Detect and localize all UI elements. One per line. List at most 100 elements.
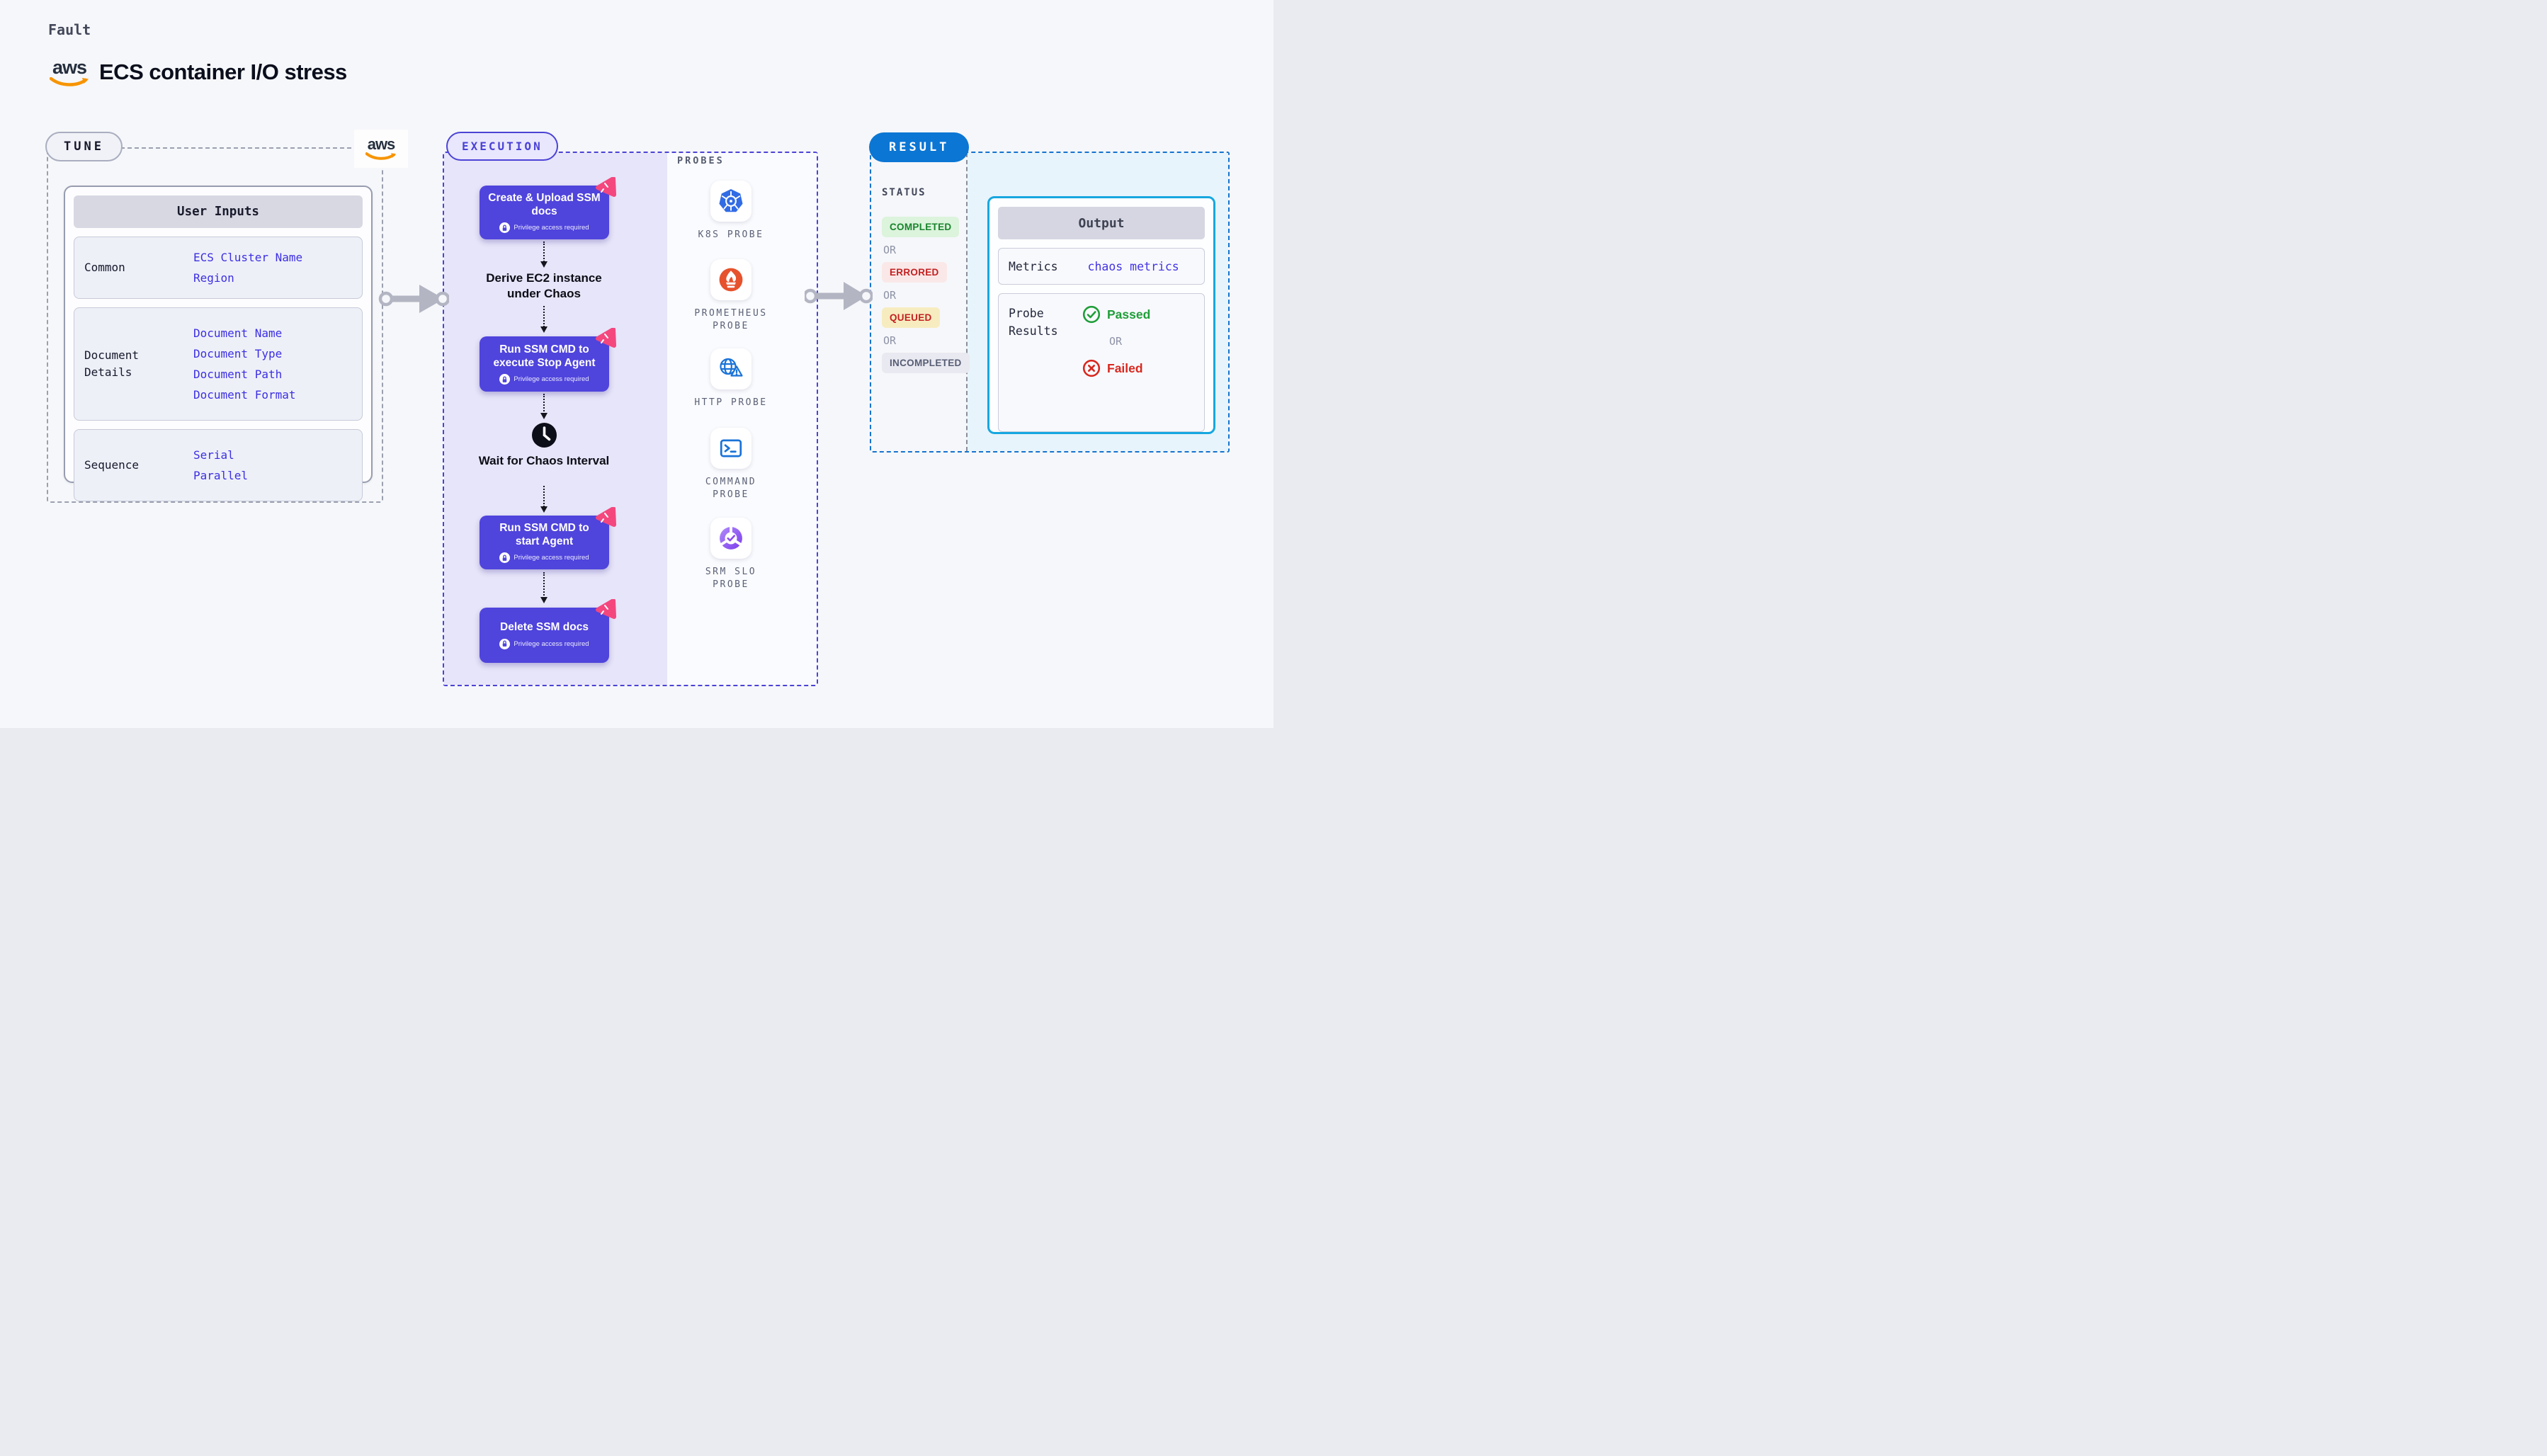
status-output-divider	[966, 153, 968, 451]
flow-connector	[540, 306, 548, 333]
aws-corner-logo: aws	[354, 130, 408, 168]
aws-logo: aws	[48, 58, 91, 87]
lock-icon	[499, 638, 511, 649]
execution-pill: EXECUTION	[446, 132, 558, 161]
input-value: Document Format	[193, 387, 296, 402]
lock-icon	[499, 552, 511, 564]
kubernetes-icon	[710, 181, 751, 222]
slo-donut-check-icon	[710, 518, 751, 559]
failed-label: Failed	[1107, 360, 1143, 375]
status-badge-queued: QUEUED	[882, 307, 940, 328]
metrics-value: chaos metrics	[1087, 259, 1179, 273]
status-badge-completed: COMPLETED	[882, 217, 960, 237]
status-badge-errored: ERRORED	[882, 262, 947, 283]
step-run-ssm-cmd-stop-agent: Run SSM CMD to execute Stop Agent Privil…	[480, 328, 616, 392]
diagram-canvas: Fault aws ECS container I/O stress TUNE …	[0, 0, 1274, 728]
flow-connector	[540, 486, 548, 513]
input-value: ECS Cluster Name	[193, 250, 303, 264]
input-value: Serial	[193, 448, 234, 462]
privilege-badge: Privilege access required	[499, 638, 589, 649]
row-label: Sequence	[84, 458, 140, 472]
probe-result-failed: Failed	[1082, 359, 1150, 377]
step-wait-for-chaos-interval: Wait for Chaos Interval	[478, 454, 610, 467]
row-label: Common	[84, 261, 125, 274]
metrics-label: Metrics	[1009, 259, 1058, 273]
user-inputs-title: User Inputs	[74, 195, 363, 228]
terminal-icon	[710, 428, 751, 469]
step-title: Run SSM CMD to start Agent	[499, 521, 589, 547]
flow-connector	[540, 394, 548, 419]
step-title: Delete SSM docs	[500, 621, 589, 634]
user-inputs-table: User Inputs Common ECS Cluster Name Regi…	[64, 186, 373, 501]
kicker-label: Fault	[48, 21, 91, 38]
row-values: ECS Cluster Name Region	[193, 250, 303, 285]
step-derive-ec2-instance: Derive EC2 instance under Chaos	[486, 271, 602, 301]
probe-results-values: Passed OR Failed	[1082, 305, 1150, 420]
probe-prometheus: PROMETHEUS PROBE	[684, 259, 778, 333]
chaos-step-icon	[596, 507, 616, 527]
metrics-row: Metrics chaos metrics	[998, 248, 1205, 285]
probe-srm-slo: SRM SLO PROBE	[684, 518, 778, 591]
or-separator: OR	[1109, 335, 1123, 348]
tune-pill: TUNE	[45, 132, 123, 161]
probe-result-passed: Passed	[1082, 305, 1150, 324]
page-title: ECS container I/O stress	[99, 59, 347, 84]
privilege-badge-text: Privilege access required	[514, 554, 589, 562]
step-title: Create & Upload SSM docs	[488, 191, 601, 217]
probe-label: COMMAND PROBE	[705, 477, 757, 501]
flow-connector	[540, 572, 548, 603]
probe-label: SRM SLO PROBE	[705, 567, 757, 591]
privilege-badge-text: Privilege access required	[514, 224, 589, 232]
privilege-badge: Privilege access required	[499, 374, 589, 385]
flow-connector	[540, 241, 548, 268]
execution-section-border	[443, 152, 818, 686]
probe-label: K8S PROBE	[698, 229, 764, 240]
aws-smile-icon	[50, 77, 89, 86]
globe-warning-icon	[710, 348, 751, 389]
probe-results-label: Probe Results	[1009, 307, 1058, 338]
privilege-badge-text: Privilege access required	[514, 375, 589, 384]
input-value: Document Path	[193, 367, 283, 381]
execution-flow-background	[444, 153, 667, 685]
arrow-execution-to-result	[805, 282, 873, 310]
probe-k8s: K8S PROBE	[684, 181, 778, 241]
lock-icon	[499, 222, 511, 234]
probe-command: COMMAND PROBE	[684, 428, 778, 501]
aws-smile-icon	[365, 152, 397, 160]
aws-wordmark: aws	[52, 57, 87, 78]
output-title: Output	[998, 207, 1205, 239]
input-value: Region	[193, 271, 234, 285]
probes-background	[667, 153, 817, 685]
input-value: Document Name	[193, 326, 283, 340]
passed-label: Passed	[1107, 307, 1151, 322]
prometheus-icon	[710, 259, 751, 300]
clock-icon	[532, 423, 557, 448]
lock-icon	[499, 374, 511, 385]
output-card: Output Metrics chaos metrics Probe Resul…	[987, 196, 1215, 434]
privilege-badge: Privilege access required	[499, 552, 589, 564]
probe-results-row: Probe Results Passed OR Failed	[998, 293, 1205, 432]
x-circle-icon	[1082, 359, 1101, 377]
step-delete-ssm-docs: Delete SSM docs Privilege access require…	[480, 599, 616, 663]
status-heading: STATUS	[882, 187, 926, 198]
input-value: Parallel	[193, 468, 249, 482]
chaos-step-icon	[596, 177, 616, 197]
input-value: Document Type	[193, 346, 283, 360]
step-run-ssm-cmd-start-agent: Run SSM CMD to start Agent Privilege acc…	[480, 507, 616, 569]
or-separator: OR	[883, 289, 897, 302]
probe-label: HTTP PROBE	[694, 397, 768, 408]
row-values: Serial Parallel	[193, 448, 249, 482]
row-values: Document Name Document Type Document Pat…	[193, 326, 296, 402]
check-circle-icon	[1082, 305, 1101, 324]
aws-wordmark: aws	[367, 135, 396, 153]
table-row-sequence: Sequence Serial Parallel	[74, 429, 363, 501]
privilege-badge-text: Privilege access required	[514, 639, 589, 648]
or-separator: OR	[883, 334, 897, 347]
chaos-step-icon	[596, 328, 616, 348]
row-label: Document Details	[84, 348, 140, 379]
probe-http: HTTP PROBE	[684, 348, 778, 409]
tune-section-border	[47, 147, 383, 503]
result-pill: RESULT	[869, 132, 970, 162]
arrow-tune-to-execution	[378, 285, 449, 313]
probes-heading: PROBES	[677, 155, 725, 166]
